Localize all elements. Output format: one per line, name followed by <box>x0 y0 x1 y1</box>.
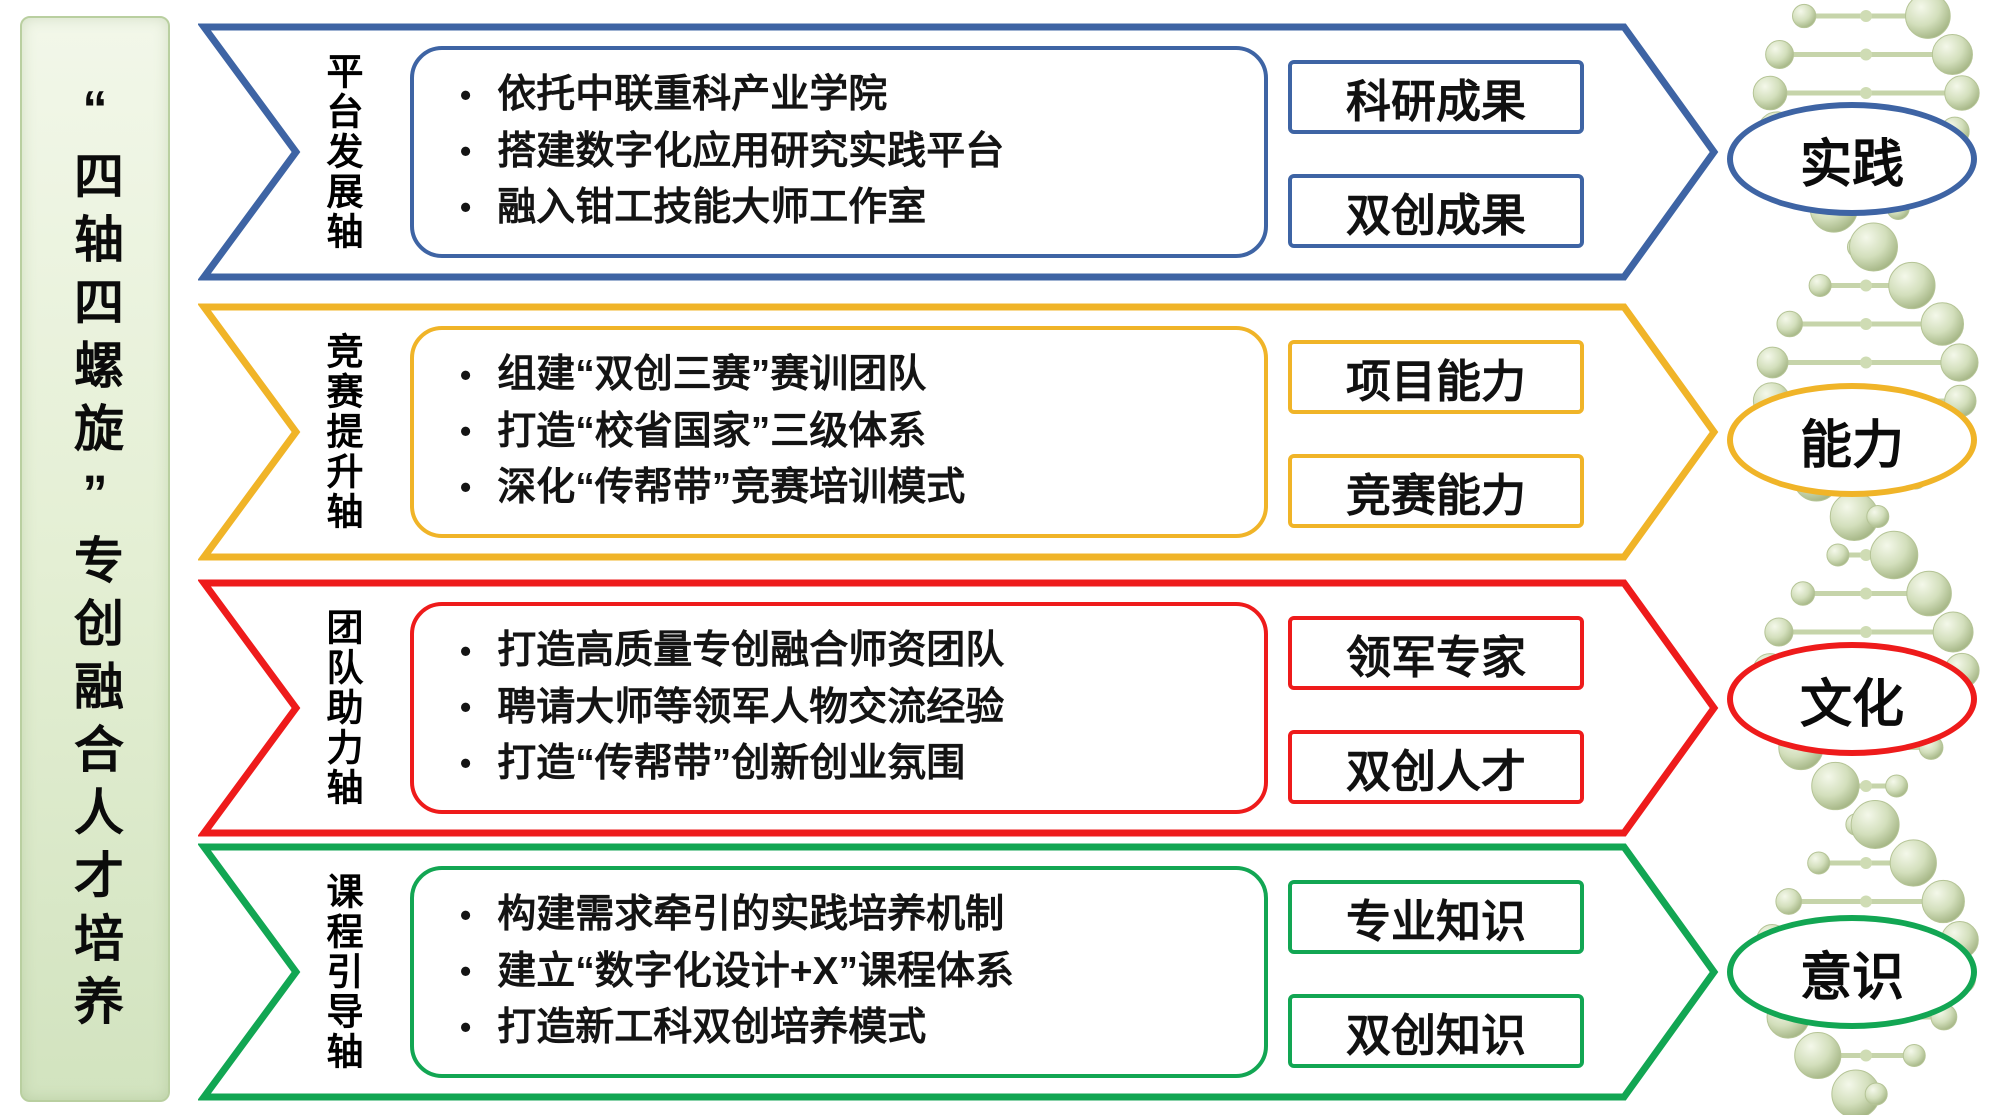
axis-label-platform: 平台发展轴 <box>321 52 362 252</box>
outcome-text: 专业知识 <box>1345 895 1526 947</box>
band-course-guidance: 课程引导轴 • 构建需求牵引的实践培养机制 • 建立“数字化设计+X”课程体系 • 打… <box>198 842 1720 1102</box>
outcome-box-leading-experts: 领军专家 <box>1288 616 1584 690</box>
outcome-box-professional-knowledge: 专业知识 <box>1288 880 1584 954</box>
helix-oval-ability: 能力 <box>1727 383 1977 497</box>
outcome-box-research: 科研成果 <box>1288 60 1584 134</box>
bullet-box-course: • 构建需求牵引的实践培养机制 • 建立“数字化设计+X”课程体系 • 打造新工科双创… <box>410 866 1268 1078</box>
bullet-dot-icon: • <box>460 1009 472 1046</box>
bullet-item: • 组建“双创三赛”赛训团队 <box>460 353 1246 397</box>
bullet-dot-icon: • <box>460 953 472 990</box>
helix-oval-practice: 实践 <box>1727 102 1977 216</box>
oval-text: 能力 <box>1799 416 1904 475</box>
bullet-dot-icon: • <box>460 689 472 726</box>
outcome-text: 科研成果 <box>1345 75 1526 127</box>
bullet-item: • 依托中联重科产业学院 <box>460 73 1246 117</box>
outcome-text: 项目能力 <box>1345 355 1526 407</box>
bullet-text: 聘请大师等领军人物交流经验 <box>497 685 1005 729</box>
oval-text: 意识 <box>1799 948 1904 1007</box>
bullet-dot-icon: • <box>460 356 472 393</box>
bullet-text: 打造高质量专创融合师资团队 <box>497 629 1005 673</box>
outcome-text: 竞赛能力 <box>1345 469 1526 521</box>
bullet-item: • 聘请大师等领军人物交流经验 <box>460 685 1246 729</box>
bullet-box-platform: • 依托中联重科产业学院 • 搭建数字化应用研究实践平台 • 融入钳工技能大师工作室 <box>410 46 1268 258</box>
outcome-box-innovation-knowledge: 双创知识 <box>1288 994 1584 1068</box>
bullet-item: • 建立“数字化设计+X”课程体系 <box>460 949 1246 993</box>
helix-oval-culture: 文化 <box>1727 642 1977 756</box>
bullet-item: • 打造“校省国家”三级体系 <box>460 409 1246 453</box>
band-team-support: 团队助力轴 • 打造高质量专创融合师资团队 • 聘请大师等领军人物交流经验 • 打造“… <box>198 578 1720 838</box>
bullet-text: 打造“校省国家”三级体系 <box>497 409 927 453</box>
bullet-text: 依托中联重科产业学院 <box>497 73 888 117</box>
bullet-item: • 构建需求牵引的实践培养机制 <box>460 893 1246 937</box>
bullet-item: • 深化“传帮带”竞赛培训模式 <box>460 465 1246 509</box>
oval-text: 文化 <box>1799 675 1904 734</box>
diagram-title-vertical: “四轴四螺旋”专创融合人才培养 <box>67 80 123 1038</box>
outcome-box-competition-ability: 竞赛能力 <box>1288 454 1584 528</box>
bullet-dot-icon: • <box>460 896 472 933</box>
bullet-dot-icon: • <box>460 469 472 506</box>
outcome-box-innovation-talent: 双创人才 <box>1288 730 1584 804</box>
bullet-text: 构建需求牵引的实践培养机制 <box>497 893 1005 937</box>
bullet-box-team: • 打造高质量专创融合师资团队 • 聘请大师等领军人物交流经验 • 打造“传帮带”创新… <box>410 602 1268 814</box>
bullet-dot-icon: • <box>460 413 472 450</box>
bullet-item: • 打造高质量专创融合师资团队 <box>460 629 1246 673</box>
bullet-dot-icon: • <box>460 76 472 113</box>
bullet-text: 融入钳工技能大师工作室 <box>497 185 927 229</box>
bullet-box-competition: • 组建“双创三赛”赛训团队 • 打造“校省国家”三级体系 • 深化“传帮带”竞赛培训… <box>410 326 1268 538</box>
bullet-dot-icon: • <box>460 133 472 170</box>
outcome-text: 双创成果 <box>1345 189 1526 241</box>
outcome-box-innovation: 双创成果 <box>1288 174 1584 248</box>
outcome-box-project-ability: 项目能力 <box>1288 340 1584 414</box>
bullet-item: • 搭建数字化应用研究实践平台 <box>460 129 1246 173</box>
axis-label-competition: 竞赛提升轴 <box>321 332 362 532</box>
bullet-text: 深化“传帮带”竞赛培训模式 <box>497 465 966 509</box>
bullet-item: • 融入钳工技能大师工作室 <box>460 185 1246 229</box>
outcome-text: 双创人才 <box>1345 745 1526 797</box>
bullet-dot-icon: • <box>460 745 472 782</box>
outcome-text: 领军专家 <box>1345 631 1526 683</box>
bullet-dot-icon: • <box>460 632 472 669</box>
bullet-dot-icon: • <box>460 189 472 226</box>
bullet-text: 组建“双创三赛”赛训团队 <box>497 353 927 397</box>
bullet-item: • 打造“传帮带”创新创业氛围 <box>460 741 1246 785</box>
axis-label-team: 团队助力轴 <box>321 608 362 808</box>
left-title-panel: “四轴四螺旋”专创融合人才培养 <box>20 16 170 1102</box>
bullet-item: • 打造新工科双创培养模式 <box>460 1005 1246 1049</box>
band-competition-improvement: 竞赛提升轴 • 组建“双创三赛”赛训团队 • 打造“校省国家”三级体系 • 深化“传帮… <box>198 302 1720 562</box>
axis-label-course: 课程引导轴 <box>321 872 362 1072</box>
helix-oval-awareness: 意识 <box>1727 915 1977 1029</box>
bullet-text: 建立“数字化设计+X”课程体系 <box>497 949 1014 993</box>
outcome-text: 双创知识 <box>1345 1009 1526 1061</box>
band-platform-development: 平台发展轴 • 依托中联重科产业学院 • 搭建数字化应用研究实践平台 • 融入钳工技能… <box>198 22 1720 282</box>
bullet-text: 搭建数字化应用研究实践平台 <box>497 129 1005 173</box>
bullet-text: 打造“传帮带”创新创业氛围 <box>497 741 966 785</box>
oval-text: 实践 <box>1799 135 1904 194</box>
bullet-text: 打造新工科双创培养模式 <box>497 1005 927 1049</box>
